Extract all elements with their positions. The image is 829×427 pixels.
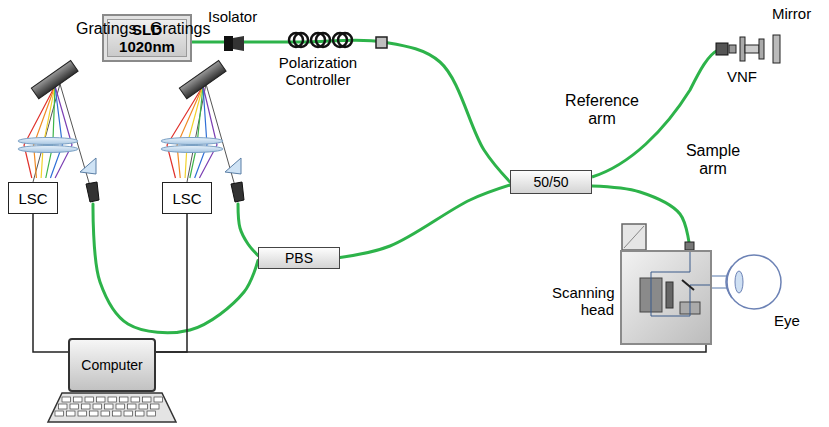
part-label: Reference arm xyxy=(560,92,644,129)
computer-screen: Computer xyxy=(68,338,156,392)
node-heading: Scanning head xyxy=(552,284,614,318)
fiber-path xyxy=(192,40,510,182)
part-label: VNF xyxy=(727,68,757,85)
laptop-keyboard xyxy=(48,393,176,422)
optical-fiber xyxy=(192,40,510,182)
node-label: Computer xyxy=(81,357,142,373)
node-label: LSC xyxy=(172,190,201,207)
cable-path xyxy=(156,345,706,352)
coupler-box: 50/50 xyxy=(510,170,592,194)
optical-fiber xyxy=(187,84,258,256)
line-scan-camera-box: LSC xyxy=(8,182,58,214)
polarization-controller-loops xyxy=(289,33,352,47)
part-label: Mirror xyxy=(772,5,811,22)
node-label: 50/50 xyxy=(533,174,568,190)
scanner-input-housing xyxy=(622,224,694,250)
cable-path xyxy=(33,214,68,352)
part-label: Isolator xyxy=(208,8,257,25)
optical-fiber xyxy=(592,186,690,250)
optical-fiber xyxy=(340,185,510,258)
cable-path xyxy=(156,214,187,352)
scanner-optics xyxy=(622,252,710,343)
fiber-path xyxy=(592,186,690,250)
keyboard-keys xyxy=(55,397,163,416)
node-label: PBS xyxy=(285,250,313,266)
part-label: Gratings xyxy=(76,20,136,38)
beam-splitter-box: PBS xyxy=(258,247,340,269)
reference-optics xyxy=(716,35,780,63)
node-label: LSC xyxy=(18,190,47,207)
signal-cable xyxy=(33,214,68,352)
signal-cable xyxy=(156,345,706,352)
scanning-head-box: Scanning head xyxy=(620,250,712,345)
part-label: Polarization Controller xyxy=(270,54,366,89)
spectrometer-optics xyxy=(18,61,244,202)
fiber-connector xyxy=(376,37,387,48)
fiber-path xyxy=(238,204,258,256)
fiber-path xyxy=(93,204,258,333)
part-label: Eye xyxy=(774,312,800,329)
signal-cable xyxy=(156,214,187,352)
optical-fiber xyxy=(33,84,258,333)
eye-illustration xyxy=(726,255,781,309)
isolator-symbol xyxy=(224,36,244,51)
part-label: Gratings xyxy=(150,20,210,38)
fiber-path xyxy=(340,185,510,258)
mirror-symbol xyxy=(773,35,780,63)
part-label: Sample arm xyxy=(676,142,750,179)
line-scan-camera-box: LSC xyxy=(162,182,212,214)
